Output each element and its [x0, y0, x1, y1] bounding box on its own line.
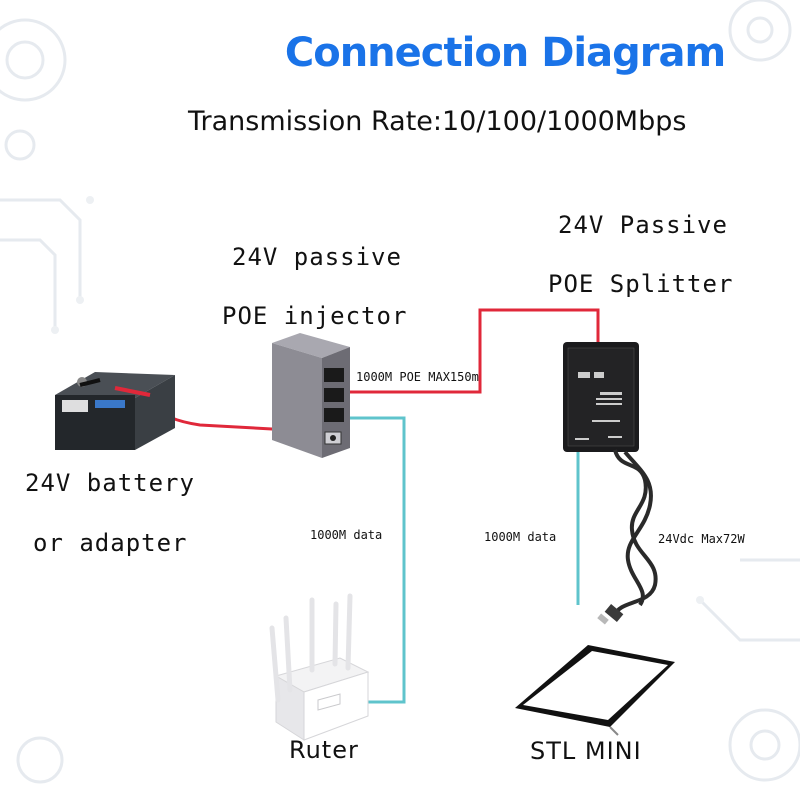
data-link-left-label: 1000M data [310, 528, 383, 542]
poe-injector-image [272, 333, 350, 458]
splitter-label-line1: 24V Passive [558, 211, 728, 239]
stl-mini-image [515, 645, 675, 736]
power-source-label-line2: or adapter [33, 529, 188, 557]
battery-image [55, 372, 175, 450]
injector-label-line2: POE injector [222, 302, 408, 330]
splitter-label-line2: POE Splitter [548, 270, 734, 298]
power-source-label-line1: 24V battery [25, 469, 195, 497]
data-link-right-label: 1000M data [484, 530, 557, 544]
data-cable-injector-to-router [340, 416, 406, 704]
page-title: Connection Diagram [284, 30, 726, 76]
router-image [269, 593, 370, 741]
poe-link-label: 1000M POE MAX150m [356, 370, 479, 384]
poe-cable-injector-to-splitter [340, 308, 600, 394]
injector-label-line1: 24V passive [232, 243, 402, 271]
dc-output-label: 24Vdc Max72W [658, 532, 745, 546]
router-label: Ruter [289, 736, 359, 764]
transmission-rate-subtitle: Transmission Rate:10/100/1000Mbps [188, 106, 687, 137]
stl-mini-label: STL MINI [530, 737, 642, 765]
poe-splitter-image [563, 342, 658, 625]
